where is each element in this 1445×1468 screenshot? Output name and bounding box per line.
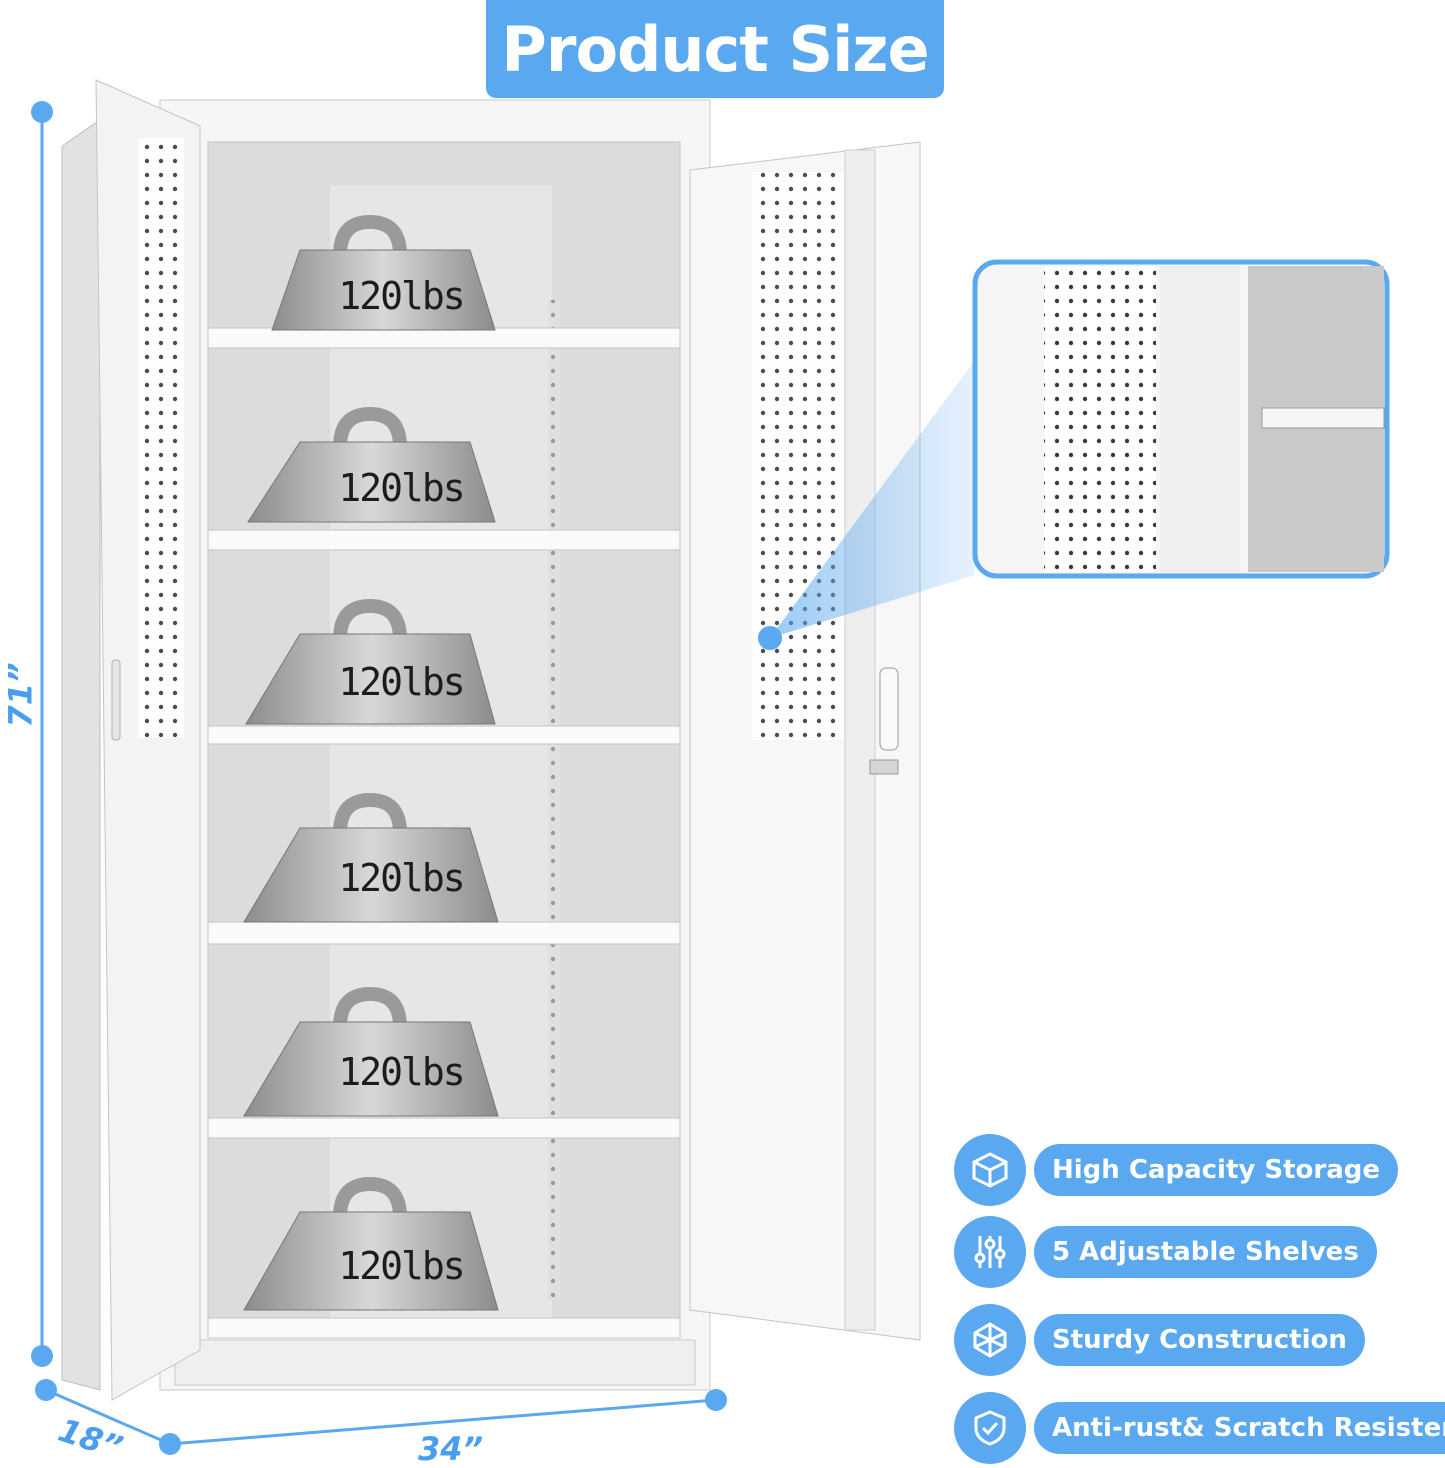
shelf-weight-label: 120lbs	[338, 856, 465, 900]
box-icon	[954, 1134, 1026, 1206]
feature-item: Sturdy Construction	[954, 1304, 1365, 1376]
shelf-weight-label: 120lbs	[338, 660, 465, 704]
width-dimension-label: 34”	[418, 1430, 484, 1468]
feature-label: 5 Adjustable Shelves	[1034, 1226, 1377, 1278]
title-banner: Product Size	[486, 0, 944, 98]
feature-label: Anti-rust& Scratch Resistent	[1034, 1402, 1445, 1454]
feature-label: High Capacity Storage	[1034, 1144, 1399, 1196]
feature-item: Anti-rust& Scratch Resistent	[954, 1392, 1445, 1464]
left-door	[95, 79, 201, 1401]
page-title: Product Size	[501, 12, 929, 86]
height-dimension-label: 71”	[1, 662, 40, 728]
shelf-weight-label: 120lbs	[338, 274, 465, 318]
zoom-callout	[758, 259, 1390, 650]
right-door	[689, 141, 921, 1341]
weights	[243, 214, 499, 1311]
shelf-weight-label: 120lbs	[338, 1050, 465, 1094]
shelf-weight-label: 120lbs	[338, 1244, 465, 1288]
cabinet-side	[61, 119, 101, 1391]
shield-icon	[954, 1392, 1026, 1464]
shelf-weight-label: 120lbs	[338, 466, 465, 510]
feature-label: Sturdy Construction	[1034, 1314, 1365, 1366]
shelves	[207, 327, 681, 1339]
dimension-lines	[31, 101, 727, 1455]
sliders-icon	[954, 1216, 1026, 1288]
feature-item: High Capacity Storage	[954, 1134, 1399, 1206]
structure-icon	[954, 1304, 1026, 1376]
feature-item: 5 Adjustable Shelves	[954, 1216, 1377, 1288]
